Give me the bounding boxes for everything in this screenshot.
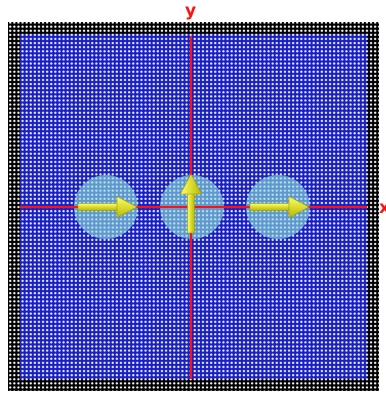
up-arrow-icon — [180, 173, 202, 234]
right-arrow-icon — [249, 196, 310, 218]
x-axis-label: x — [379, 198, 386, 218]
y-axis-label: y — [185, 1, 196, 21]
right-arrow-icon — [77, 196, 138, 218]
